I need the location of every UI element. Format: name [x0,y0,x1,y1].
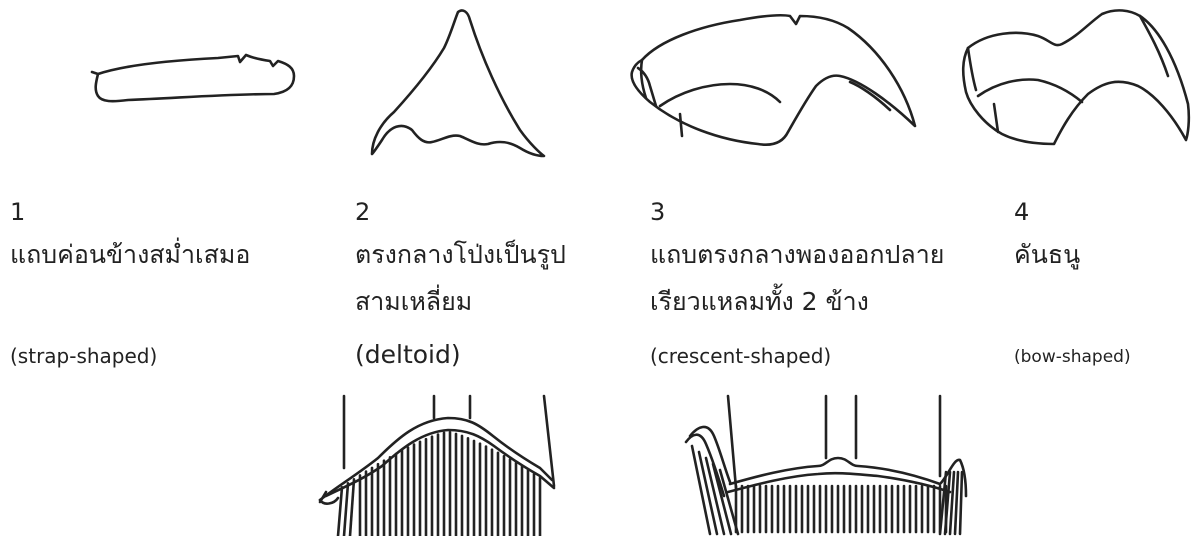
bristle-line [950,472,954,534]
item-4-thai-label: คันธนู [1014,237,1080,273]
item-3-thai-line2: เรียวแหลมทั้ง 2 ข้าง [650,284,869,320]
bristle-line [344,483,348,536]
deltoid-illustration [360,8,560,160]
item-1-number: 1 [10,198,25,226]
item-3-thai-line1: แถบตรงกลางพองออกปลาย [650,237,944,273]
item-3-english-label: (crescent-shaped) [650,344,831,368]
item-2-english-label: (deltoid) [355,340,461,369]
bristle-line [955,472,958,534]
crescent-detail-illustration [678,396,970,536]
item-3-number: 3 [650,198,665,226]
item-4-english-label: (bow-shaped) [1014,347,1131,367]
deltoid-detail-illustration [318,396,562,536]
crescent-shaped-illustration [620,6,920,156]
item-2-thai-line1: ตรงกลางโป่งเป็นรูป [355,237,566,273]
bow-shaped-illustration [958,4,1192,152]
strap-shaped-illustration [88,52,308,112]
bristle-line [350,479,354,536]
item-2-number: 2 [355,198,370,226]
bristle-line [338,487,342,536]
item-4-number: 4 [1014,198,1029,226]
item-1-thai-label: แถบค่อนข้างสม่ำเสมอ [10,237,250,273]
item-1-english-label: (strap-shaped) [10,344,157,368]
item-2-thai-line2: สามเหลี่ยม [355,284,472,320]
bristle-line [960,472,962,534]
